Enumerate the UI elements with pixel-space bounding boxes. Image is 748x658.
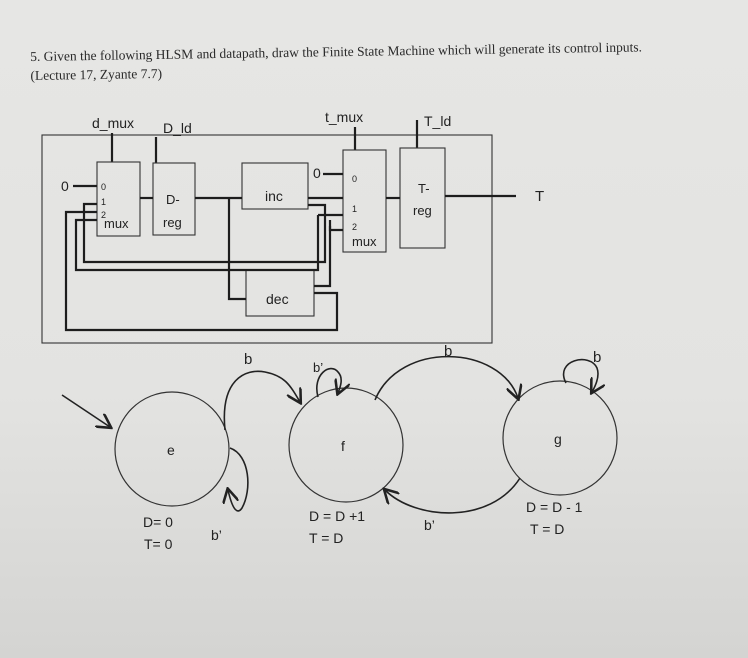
transition-e-self-loop: [228, 447, 249, 512]
state-e-action-2: T= 0: [144, 536, 173, 552]
signal-t-ld: T_ld: [424, 113, 451, 129]
t-reg-line-2: reg: [413, 203, 432, 218]
inc-label: inc: [265, 188, 283, 204]
signal-d-mux: d_mux: [92, 115, 134, 131]
t-mux-box: [342, 149, 387, 253]
state-f-label: f: [341, 438, 345, 454]
transition-g-self-label: b: [593, 349, 601, 366]
d-mux-label: mux: [104, 216, 129, 231]
d-mux-pin-1: 1: [101, 197, 106, 207]
datapath-wires: [64, 196, 400, 332]
signal-d-ld: D_ld: [163, 120, 192, 136]
d-mux-input-zero: 0: [61, 178, 69, 194]
d-mux-pin-2: 2: [101, 210, 106, 220]
t-reg-box: [399, 147, 446, 249]
state-e-action-1: D= 0: [143, 514, 173, 530]
t-mux-input-zero: 0: [313, 165, 321, 181]
state-g-label: g: [554, 431, 562, 447]
state-f-action-2: T = D: [309, 530, 343, 546]
signal-t-mux: t_mux: [325, 109, 363, 125]
transition-e-to-f: [223, 370, 300, 431]
hlsm: e f g b b’ b’ b b’ b D= 0 T=: [61, 343, 618, 552]
t-mux-pin-0: 0: [352, 174, 357, 184]
transition-f-self-label: b’: [313, 360, 323, 375]
dec-label: dec: [266, 291, 289, 307]
d-reg-line-1: D-: [166, 192, 180, 207]
state-e: [114, 391, 230, 507]
t-reg-line-1: T-: [418, 181, 430, 196]
transition-e-to-f-label: b: [244, 351, 252, 368]
d-mux-pin-0: 0: [101, 182, 106, 192]
transition-f-to-g: [374, 355, 518, 400]
t-mux-label: mux: [352, 234, 377, 249]
state-g-action-1: D = D - 1: [526, 499, 583, 515]
t-mux-pin-1: 1: [352, 204, 357, 214]
initial-state-arrow: [61, 394, 110, 427]
state-e-label: e: [167, 442, 175, 458]
transition-g-self-loop: [562, 358, 598, 392]
t-output-label: T: [535, 188, 544, 205]
datapath: d_mux D_ld t_mux T_ld 0 0 1 2 mux D- reg…: [41, 109, 544, 344]
transition-f-to-g-label: b: [444, 343, 452, 360]
transition-e-self-label: b’: [211, 527, 222, 543]
transition-g-to-f: [385, 477, 521, 514]
state-f-action-1: D = D +1: [309, 508, 365, 524]
state-g: [502, 380, 618, 496]
datapath-boundary: [41, 134, 493, 344]
state-f: [288, 387, 404, 503]
d-reg-line-2: reg: [163, 215, 182, 230]
inc-box: [241, 162, 309, 210]
t-mux-pin-2: 2: [352, 222, 357, 232]
transition-f-self-loop: [316, 367, 341, 398]
transition-g-to-f-label: b’: [424, 517, 435, 533]
state-g-action-2: T = D: [530, 521, 564, 537]
